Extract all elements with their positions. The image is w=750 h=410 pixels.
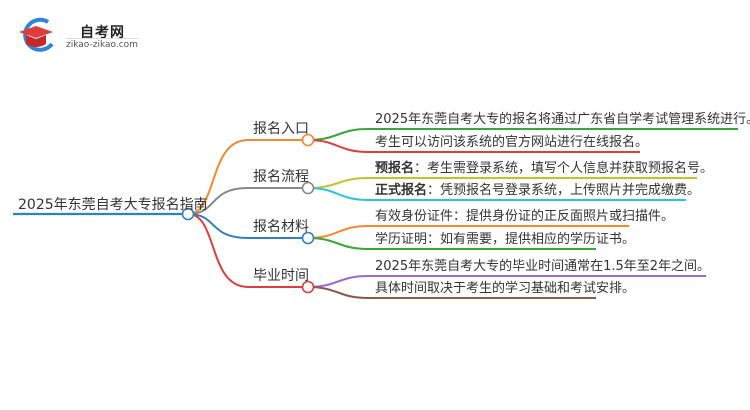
leaf-text: 学历证明：如有需要，提供相应的学历证书。 bbox=[375, 232, 636, 247]
branch-node-circle[interactable] bbox=[301, 133, 315, 147]
leaf-text: 2025年东莞自考大专的毕业时间通常在1.5年至2年之间。 bbox=[375, 259, 711, 274]
leaf-node[interactable]: 有效身份证件：提供身份证的正反面照片或扫描件。 bbox=[375, 209, 674, 225]
leaf-bold-label: 预报名 bbox=[375, 161, 415, 176]
root-node-circle[interactable] bbox=[181, 207, 195, 221]
leaf-node[interactable]: 预报名：考生需登录系统，填写个人信息并获取预报名号。 bbox=[375, 161, 713, 177]
leaf-connector bbox=[307, 237, 596, 250]
branch-node-circle[interactable] bbox=[301, 231, 315, 245]
leaf-node[interactable]: 正式报名：凭预报名号登录系统，上传照片并完成缴费。 bbox=[375, 183, 700, 199]
logo-title: 自考网 bbox=[80, 25, 125, 41]
branch-connector bbox=[187, 213, 303, 239]
leaf-connector bbox=[307, 139, 640, 153]
leaf-node[interactable]: 学历证明：如有需要，提供相应的学历证书。 bbox=[375, 232, 635, 248]
leaf-text: ：凭预报名号登录系统，上传照片并完成缴费。 bbox=[427, 183, 701, 198]
leaf-connector bbox=[307, 187, 686, 201]
root-node-label[interactable]: 2025年东莞自考大专报名指南 bbox=[18, 197, 208, 213]
branch-connector bbox=[187, 213, 303, 288]
branch-label[interactable]: 报名材料 bbox=[253, 219, 309, 235]
logo-url: zikao-zikao.com bbox=[66, 38, 138, 50]
leaf-node[interactable]: 考生可以访问该系统的官方网站进行在线报名。 bbox=[375, 135, 648, 151]
leaf-text: 考生可以访问该系统的官方网站进行在线报名。 bbox=[375, 135, 649, 150]
leaf-bold-label: 正式报名 bbox=[375, 183, 428, 198]
leaf-connector bbox=[307, 286, 596, 299]
branch-label[interactable]: 毕业时间 bbox=[253, 268, 309, 284]
branch-node-circle[interactable] bbox=[301, 280, 315, 294]
leaf-node[interactable]: 2025年东莞自考大专的毕业时间通常在1.5年至2年之间。 bbox=[375, 259, 710, 275]
branch-label[interactable]: 报名入口 bbox=[253, 121, 309, 137]
branch-connector bbox=[187, 139, 303, 215]
leaf-text: 具体时间取决于考生的学习基础和考试安排。 bbox=[375, 281, 636, 296]
branch-node-circle[interactable] bbox=[301, 181, 315, 195]
leaf-text: 2025年东莞自考大专的报名将通过广东省自学考试管理系统进行。 bbox=[375, 112, 750, 127]
leaf-text: 有效身份证件：提供身份证的正反面照片或扫描件。 bbox=[375, 209, 675, 224]
branch-connector bbox=[187, 187, 303, 215]
leaf-node[interactable]: 具体时间取决于考生的学习基础和考试安排。 bbox=[375, 281, 635, 297]
graduation-cap-icon bbox=[19, 17, 54, 52]
branch-label[interactable]: 报名流程 bbox=[253, 169, 309, 185]
leaf-text: ：考生需登录系统，填写个人信息并获取预报名号。 bbox=[414, 161, 714, 176]
leaf-node[interactable]: 2025年东莞自考大专的报名将通过广东省自学考试管理系统进行。 bbox=[375, 112, 750, 128]
